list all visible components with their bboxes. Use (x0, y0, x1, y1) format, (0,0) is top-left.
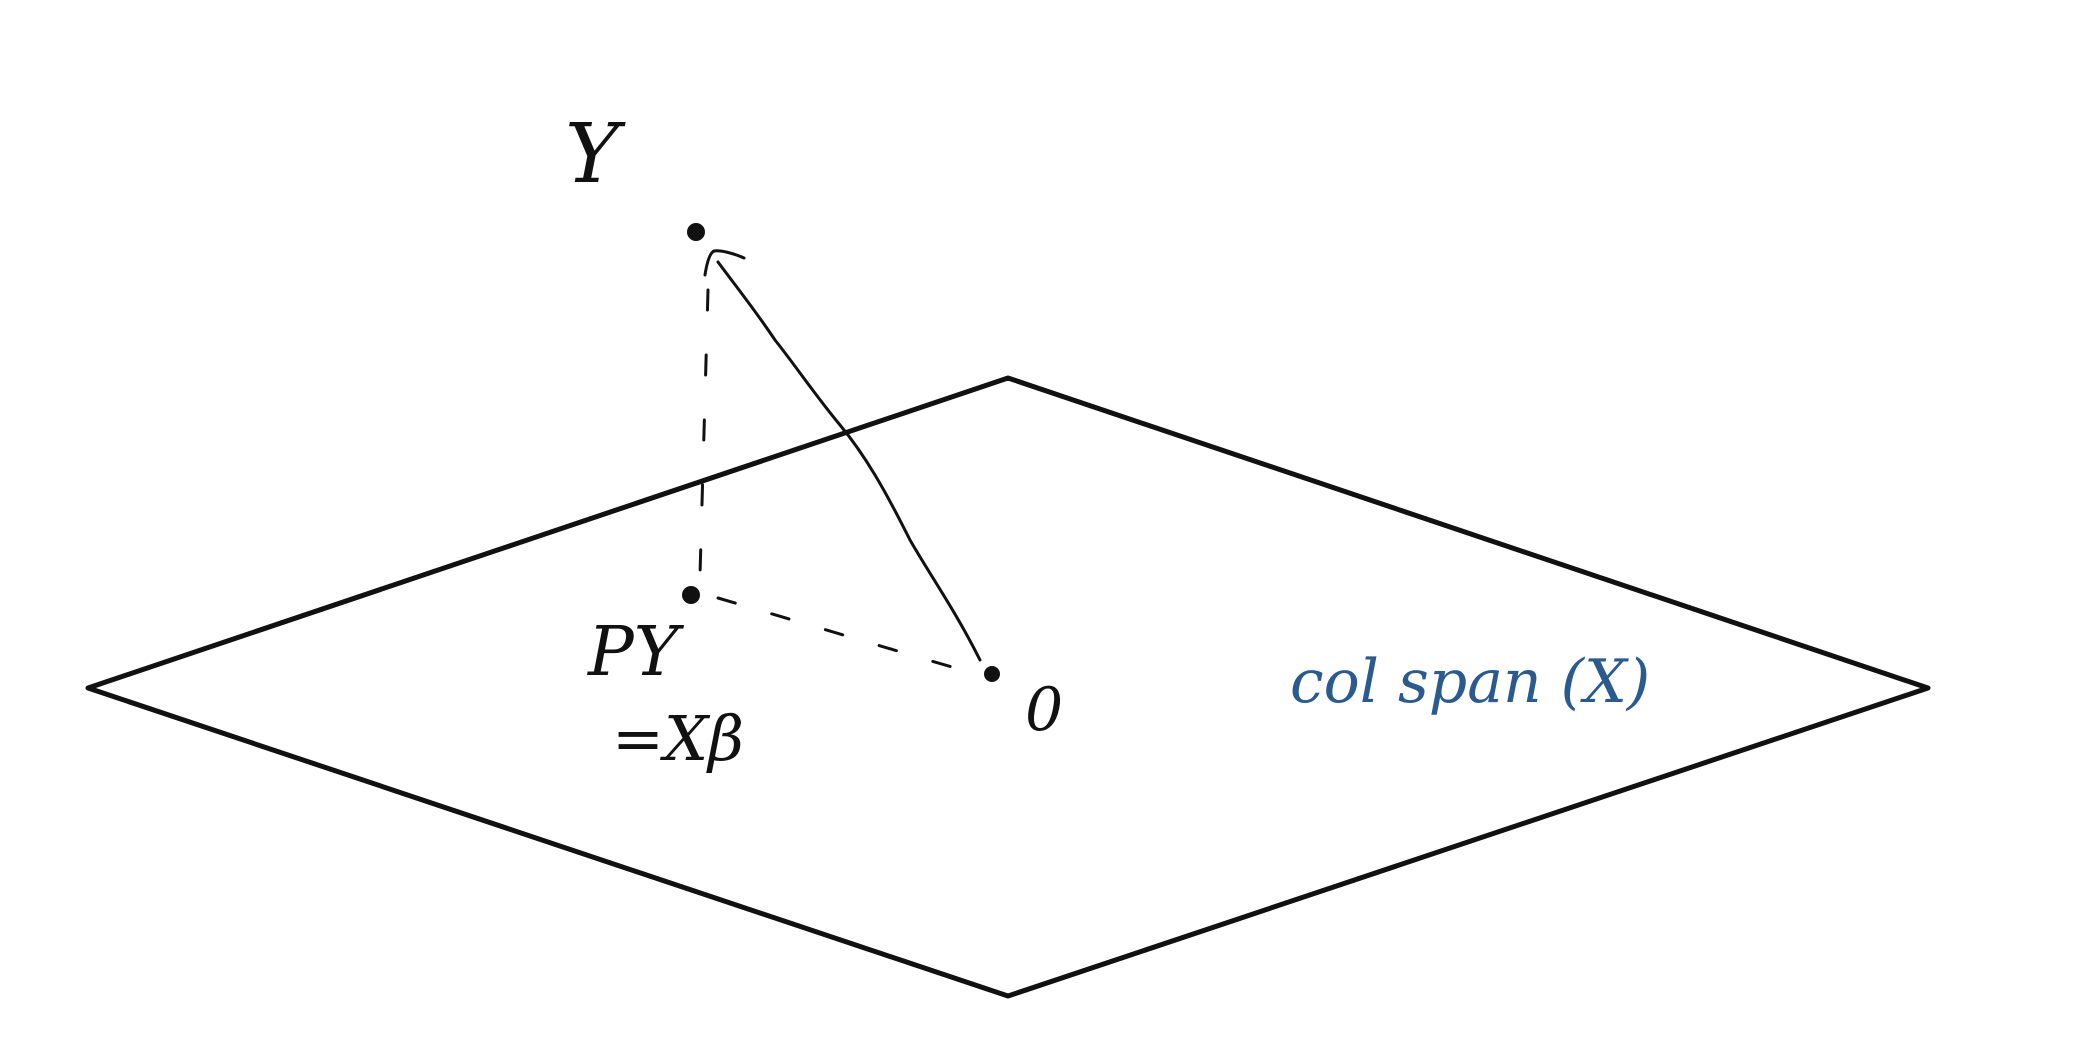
label-py: PY (586, 613, 685, 692)
projection-dashed-line (716, 596, 964, 672)
point-y (687, 223, 705, 241)
point-origin (984, 666, 1000, 682)
residual-dashed-line (698, 288, 710, 577)
vector-y-arrowhead (703, 249, 746, 277)
label-column-span: col span (X) (1290, 647, 1650, 717)
vector-origin-to-y (716, 260, 982, 662)
column-space-plane (85, 375, 1931, 999)
point-py (682, 586, 700, 604)
label-y: Y (565, 107, 626, 202)
label-origin: 0 (1025, 675, 1063, 745)
label-x-beta: =Xβ (612, 702, 744, 775)
